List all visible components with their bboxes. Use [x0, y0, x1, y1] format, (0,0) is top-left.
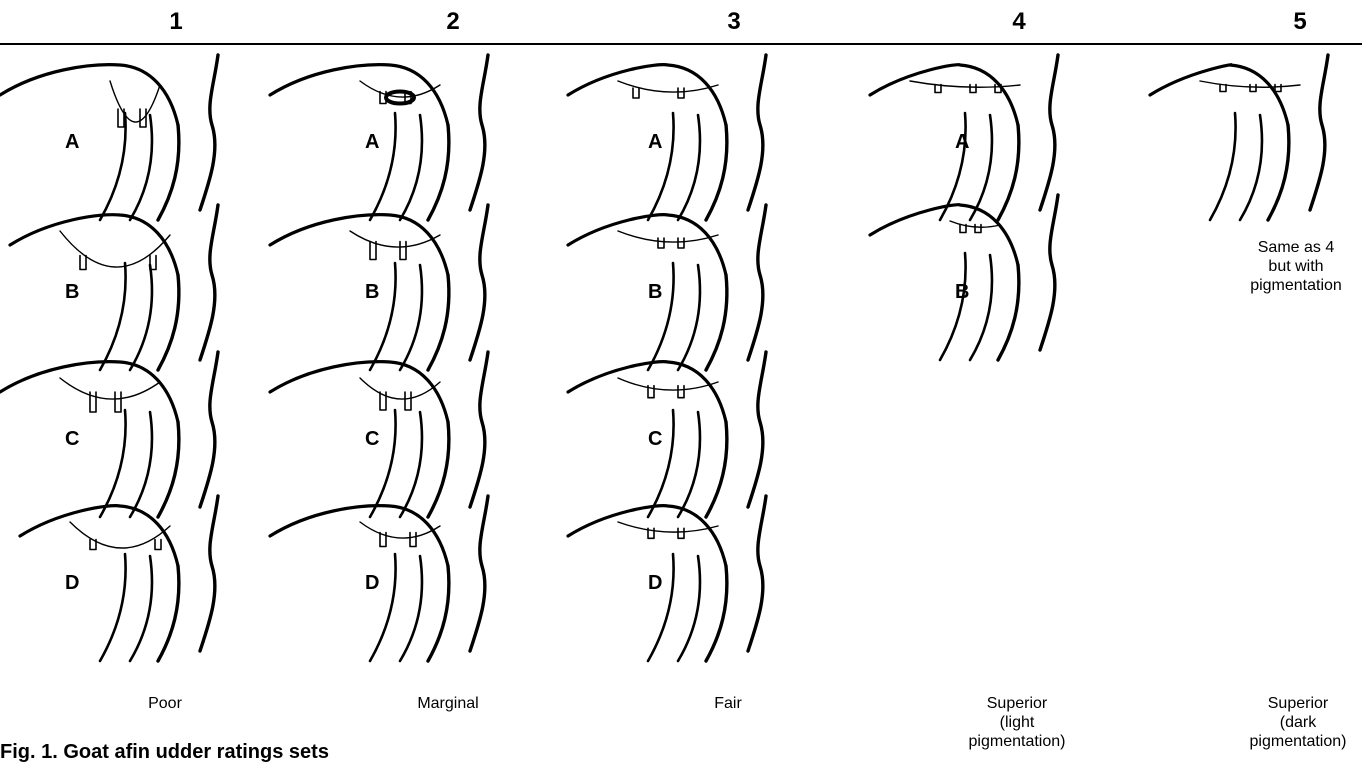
- rating-line: pigmentation): [1218, 732, 1362, 751]
- column-header-4: 4: [1012, 8, 1025, 36]
- figure-letter-3c: C: [648, 428, 662, 451]
- figure-letter-2b: B: [365, 281, 379, 304]
- column-5-note: Same as 4 but with pigmentation: [1231, 238, 1361, 295]
- figure-letter-4b: B: [955, 281, 969, 304]
- rating-label-1: Poor: [85, 694, 245, 713]
- rating-line: (dark: [1218, 713, 1362, 732]
- column-header-2: 2: [446, 8, 459, 36]
- udder-drawing-4a: [840, 55, 1070, 195]
- figure-letter-1b: B: [65, 281, 79, 304]
- rating-line: pigmentation): [937, 732, 1097, 751]
- rating-line: Superior: [937, 694, 1097, 713]
- figure-letter-3d: D: [648, 572, 662, 595]
- udder-drawing-4b: [840, 205, 1070, 345]
- note-line: Same as 4: [1231, 238, 1361, 257]
- figure-letter-2d: D: [365, 572, 379, 595]
- column-header-1: 1: [169, 8, 182, 36]
- figure-letter-2c: C: [365, 428, 379, 451]
- udder-drawing-3c: [548, 352, 778, 492]
- figure-letter-3b: B: [648, 281, 662, 304]
- udder-drawing-1b: [0, 205, 230, 345]
- rating-label-5: Superior (dark pigmentation): [1218, 694, 1362, 751]
- udder-drawing-3b: [548, 205, 778, 345]
- udder-drawing-2c: [270, 352, 500, 492]
- note-line: but with: [1231, 257, 1361, 276]
- rating-line: Superior: [1218, 694, 1362, 713]
- udder-drawing-3a: [548, 55, 778, 195]
- udder-drawing-5: [1110, 55, 1340, 195]
- column-header-3: 3: [727, 8, 740, 36]
- figure-letter-1a: A: [65, 131, 79, 154]
- udder-drawing-3d: [548, 496, 778, 636]
- figure-caption: Fig. 1. Goat afin udder ratings sets: [0, 741, 329, 764]
- figure-letter-1c: C: [65, 428, 79, 451]
- udder-drawing-2a: [270, 55, 500, 195]
- figure-letter-4a: A: [955, 131, 969, 154]
- udder-drawing-2d: [270, 496, 500, 636]
- rating-label-4: Superior (light pigmentation): [937, 694, 1097, 751]
- figure-letter-1d: D: [65, 572, 79, 595]
- rating-label-3: Fair: [648, 694, 808, 713]
- udder-drawing-1d: [0, 496, 230, 636]
- column-header-5: 5: [1293, 8, 1306, 36]
- rating-line: (light: [937, 713, 1097, 732]
- udder-drawing-1a: [0, 55, 230, 195]
- figure-letter-2a: A: [365, 131, 379, 154]
- udder-drawing-1c: [0, 352, 230, 492]
- header-rule: [0, 43, 1362, 45]
- udder-drawing-2b: [270, 205, 500, 345]
- rating-label-2: Marginal: [368, 694, 528, 713]
- note-line: pigmentation: [1231, 276, 1361, 295]
- figure-letter-3a: A: [648, 131, 662, 154]
